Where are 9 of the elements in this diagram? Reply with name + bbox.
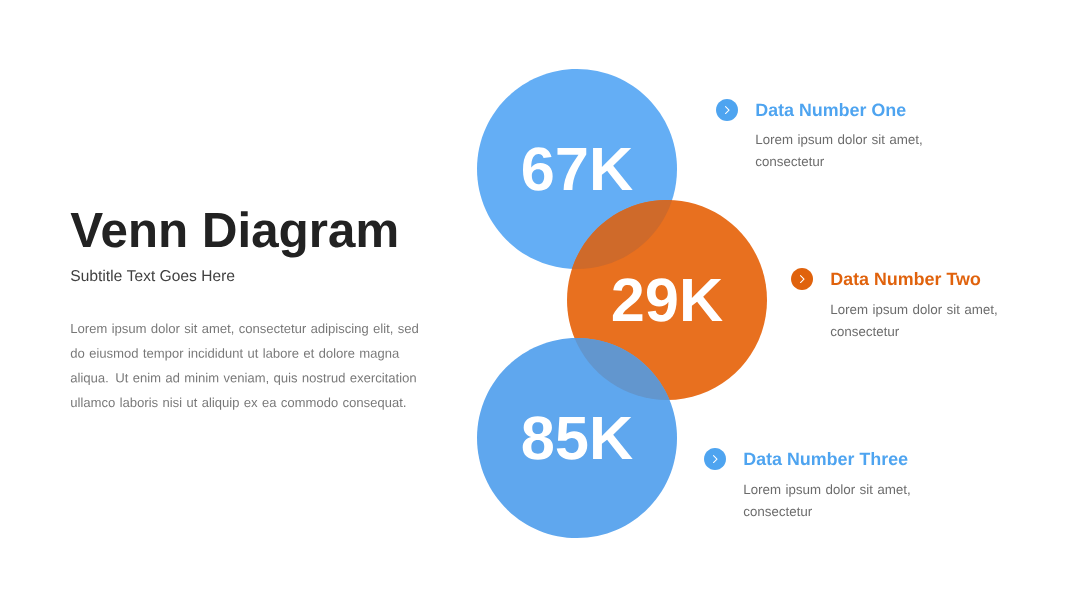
item-description: Lorem ipsum dolor sit amet, consectetur bbox=[755, 134, 922, 167]
item-description: Lorem ipsum dolor sit amet, consectetur bbox=[743, 484, 910, 517]
body-text: Lorem ipsum dolor sit amet, consectetur adipiscing elit, sed do eiusmod tempor incididunt ut labore et dolore magna aliqua. Ut enim ad minim veniam, quis nostrud exercitation ullamco laboris nisi ut aliquip ex ea commodo consequat. bbox=[70, 323, 418, 410]
item-heading: Data Number Three bbox=[744, 452, 908, 466]
slide-title: Venn Diagram bbox=[70, 211, 397, 258]
item-heading: Data Number One bbox=[756, 103, 906, 117]
subtitle: Subtitle Text Goes Here bbox=[71, 269, 235, 282]
item-heading: Data Number Two bbox=[831, 272, 981, 286]
item-description: Lorem ipsum dolor sit amet, consectetur bbox=[830, 304, 997, 337]
